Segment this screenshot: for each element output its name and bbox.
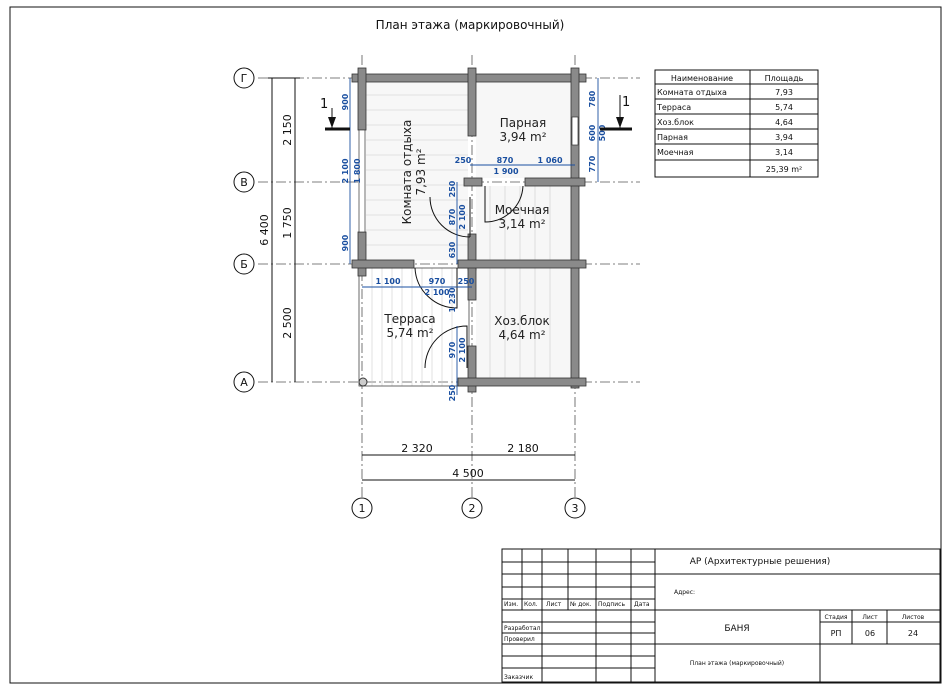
svg-text:1: 1 (359, 502, 366, 515)
svg-text:План этажа (маркировочный): План этажа (маркировочный) (690, 660, 784, 667)
svg-text:3,14 m²: 3,14 m² (498, 217, 545, 231)
svg-text:500: 500 (598, 124, 607, 141)
row-axis-markers: Г В Б А (233, 67, 255, 393)
svg-text:1 060: 1 060 (537, 156, 562, 165)
svg-text:970: 970 (429, 277, 446, 286)
object-name: БАНЯ (724, 624, 749, 634)
svg-text:3,94: 3,94 (775, 133, 793, 142)
svg-text:2 180: 2 180 (507, 442, 539, 455)
svg-text:Моечная: Моечная (495, 203, 550, 217)
svg-text:Г: Г (241, 72, 248, 85)
svg-text:Хоз.блок: Хоз.блок (657, 118, 694, 127)
svg-text:Парная: Парная (657, 133, 688, 142)
svg-text:Хоз.блок: Хоз.блок (494, 314, 549, 328)
terrace-post (358, 377, 368, 387)
svg-text:250: 250 (458, 277, 475, 286)
svg-text:1: 1 (320, 97, 328, 112)
svg-text:Подпись: Подпись (598, 601, 625, 608)
svg-text:Парная: Парная (500, 116, 546, 130)
svg-text:780: 780 (588, 90, 597, 107)
svg-text:2 500: 2 500 (281, 307, 294, 339)
svg-text:6 400: 6 400 (258, 214, 271, 246)
room-labels: Комната отдыха 7,93 m² Парная 3,94 m² Мо… (383, 116, 549, 342)
section-mark-right: 1 (600, 95, 632, 131)
svg-text:900: 900 (341, 234, 350, 251)
svg-text:Изм.: Изм. (504, 601, 518, 608)
floor-hatch (366, 82, 571, 386)
svg-text:970: 970 (448, 341, 457, 358)
svg-text:1 800: 1 800 (353, 158, 362, 183)
svg-text:1: 1 (622, 95, 630, 110)
svg-text:А: А (240, 376, 248, 389)
svg-text:3,94 m²: 3,94 m² (499, 130, 546, 144)
svg-text:1 900: 1 900 (493, 167, 518, 176)
svg-text:Моечная: Моечная (657, 148, 694, 157)
openings (358, 116, 579, 369)
svg-text:4 500: 4 500 (452, 467, 484, 480)
detail-dimensions: 900 2 100 1 800 900 780 600 500 770 250 … (341, 78, 607, 401)
section-mark-left: 1 (320, 97, 350, 131)
svg-text:2: 2 (469, 502, 476, 515)
column-axis-markers: 1 2 3 (351, 497, 586, 519)
svg-text:Стадия: Стадия (824, 614, 847, 621)
svg-text:2 100: 2 100 (458, 204, 467, 229)
svg-text:Кол.: Кол. (524, 601, 538, 608)
svg-text:870: 870 (497, 156, 514, 165)
svg-text:Адрес:: Адрес: (674, 589, 695, 596)
svg-text:2 100: 2 100 (424, 288, 449, 297)
svg-text:25,39 m²: 25,39 m² (766, 165, 802, 174)
svg-text:№ док.: № док. (570, 601, 592, 608)
svg-text:Комната отдыха: Комната отдыха (657, 88, 727, 97)
svg-text:В: В (240, 176, 248, 189)
svg-text:1 750: 1 750 (281, 207, 294, 239)
svg-text:900: 900 (341, 93, 350, 110)
svg-text:Наименование: Наименование (671, 74, 733, 83)
svg-text:Заказчик: Заказчик (504, 674, 533, 681)
svg-text:1 100: 1 100 (375, 277, 400, 286)
svg-text:Дата: Дата (634, 601, 650, 608)
svg-text:7,93: 7,93 (775, 88, 793, 97)
svg-text:870: 870 (448, 208, 457, 225)
svg-text:2 320: 2 320 (401, 442, 433, 455)
svg-text:770: 770 (588, 155, 597, 172)
svg-text:600: 600 (588, 124, 597, 141)
svg-text:5,74 m²: 5,74 m² (386, 326, 433, 340)
svg-text:Листов: Листов (902, 614, 925, 621)
svg-text:РП: РП (831, 629, 842, 638)
svg-text:5,74: 5,74 (775, 103, 793, 112)
project-name: АР (Архитектурные решения) (690, 557, 831, 567)
svg-text:Разработал: Разработал (504, 625, 541, 632)
svg-text:Проверил: Проверил (504, 636, 535, 643)
svg-text:24: 24 (908, 629, 918, 638)
overall-dimensions: 6 400 2 150 1 750 2 500 2 320 2 180 4 50… (258, 77, 575, 481)
walls (351, 67, 587, 393)
svg-text:4,64 m²: 4,64 m² (498, 328, 545, 342)
page-title: План этажа (маркировочный) (376, 18, 565, 32)
sheet-frame (9, 6, 942, 684)
svg-text:250: 250 (448, 384, 457, 401)
svg-text:2 100: 2 100 (341, 158, 350, 183)
svg-text:06: 06 (865, 629, 875, 638)
svg-text:Площадь: Площадь (765, 74, 804, 83)
svg-text:3,14: 3,14 (775, 148, 793, 157)
svg-text:3: 3 (572, 502, 579, 515)
svg-text:Комната отдыха: Комната отдыха (400, 120, 414, 225)
svg-text:2 150: 2 150 (281, 114, 294, 146)
svg-text:630: 630 (448, 241, 457, 258)
svg-text:1 230: 1 230 (448, 287, 457, 312)
svg-text:Б: Б (240, 258, 248, 271)
svg-text:Терраса: Терраса (383, 312, 435, 326)
svg-text:250: 250 (455, 156, 472, 165)
svg-text:7,93 m²: 7,93 m² (414, 148, 428, 195)
svg-text:Лист: Лист (862, 614, 878, 621)
svg-text:4,64: 4,64 (775, 118, 793, 127)
title-block: АР (Архитектурные решения) Адрес: Изм. К… (501, 548, 941, 683)
svg-text:2 100: 2 100 (458, 337, 467, 362)
svg-text:250: 250 (448, 180, 457, 197)
svg-text:Терраса: Терраса (656, 103, 691, 112)
svg-text:Лист: Лист (546, 601, 562, 608)
